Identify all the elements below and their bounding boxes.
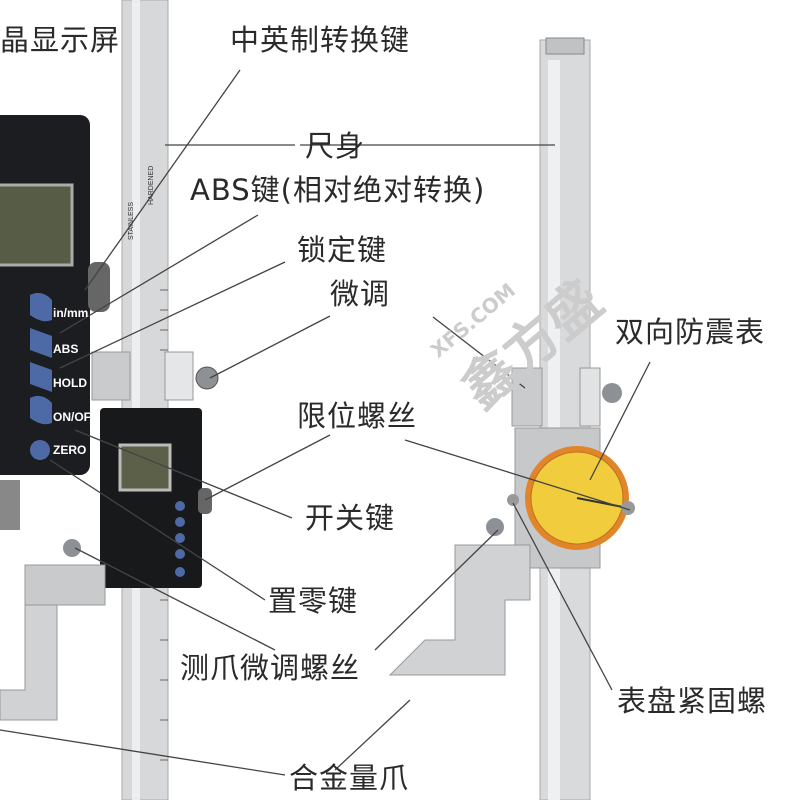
alloy-jaw-left (0, 604, 58, 721)
beam-stamp-hardened: HARDENED (148, 165, 155, 205)
fine-adjust-block-right (511, 367, 543, 427)
lock-knob-right[interactable] (602, 383, 622, 403)
label-lcd-screen: 晶显示屏 (0, 23, 121, 57)
button-label-hold: HOLD (53, 376, 87, 390)
lock-block (164, 351, 194, 401)
button-label-in-mm: in/mm (53, 306, 89, 320)
large-unit-buttons (30, 292, 52, 460)
jaw-holder-left (24, 564, 106, 606)
beam-scale-ticks (160, 289, 168, 761)
label-limit-screw: 限位螺丝 (297, 399, 418, 433)
button-label-zero: ZERO (53, 443, 87, 457)
beam-highlight (132, 0, 140, 800)
label-alloy-jaw: 合金量爪 (289, 761, 410, 795)
jaw-screw-right[interactable] (486, 518, 504, 536)
alloy-jaw-right (388, 544, 531, 676)
label-lock-key: 锁定键 (297, 233, 388, 267)
label-jaw-fine-screw: 测爪微调螺丝 (180, 651, 361, 685)
large-lcd-screen (0, 183, 74, 267)
button-abs[interactable] (30, 328, 52, 358)
label-abs-key: ABS键(相对绝对转换) (190, 173, 486, 207)
label-beam: 尺身 (305, 129, 366, 163)
button-label-abs: ABS (53, 342, 79, 356)
label-shockproof-dial: 双向防震表 (615, 315, 766, 349)
button-zero[interactable] (30, 440, 50, 460)
small-unit-knob (198, 488, 212, 514)
large-unit-base (0, 480, 20, 530)
label-unit-switch-key: 中英制转换键 (230, 23, 411, 57)
button-on-off[interactable] (30, 395, 52, 425)
leader-lines (0, 69, 651, 776)
dial-clamp-screw[interactable] (621, 501, 635, 515)
small-lcd-screen (118, 443, 172, 492)
large-unit-knob[interactable] (88, 262, 110, 312)
label-dial-clamp-screw: 表盘紧固螺 (617, 684, 768, 718)
label-power-key: 开关键 (305, 501, 396, 535)
small-unit-buttons (175, 501, 185, 577)
fine-adjust-block (91, 351, 131, 401)
button-in-mm[interactable] (30, 292, 52, 322)
beam-right-cap (545, 37, 585, 55)
lock-block-right (579, 367, 601, 427)
button-label-on-off: ON/OFF (53, 410, 99, 424)
label-zero-key: 置零键 (268, 584, 359, 618)
jaw-screw-left[interactable] (63, 539, 81, 557)
label-fine-adjust: 微调 (330, 277, 391, 311)
dial-left-screw (507, 494, 519, 506)
small-display-unit (100, 408, 202, 588)
beam-stamp-stainless: STAINLESS (128, 202, 135, 240)
fine-adjust-knob[interactable] (195, 366, 219, 390)
button-hold[interactable] (30, 362, 52, 392)
